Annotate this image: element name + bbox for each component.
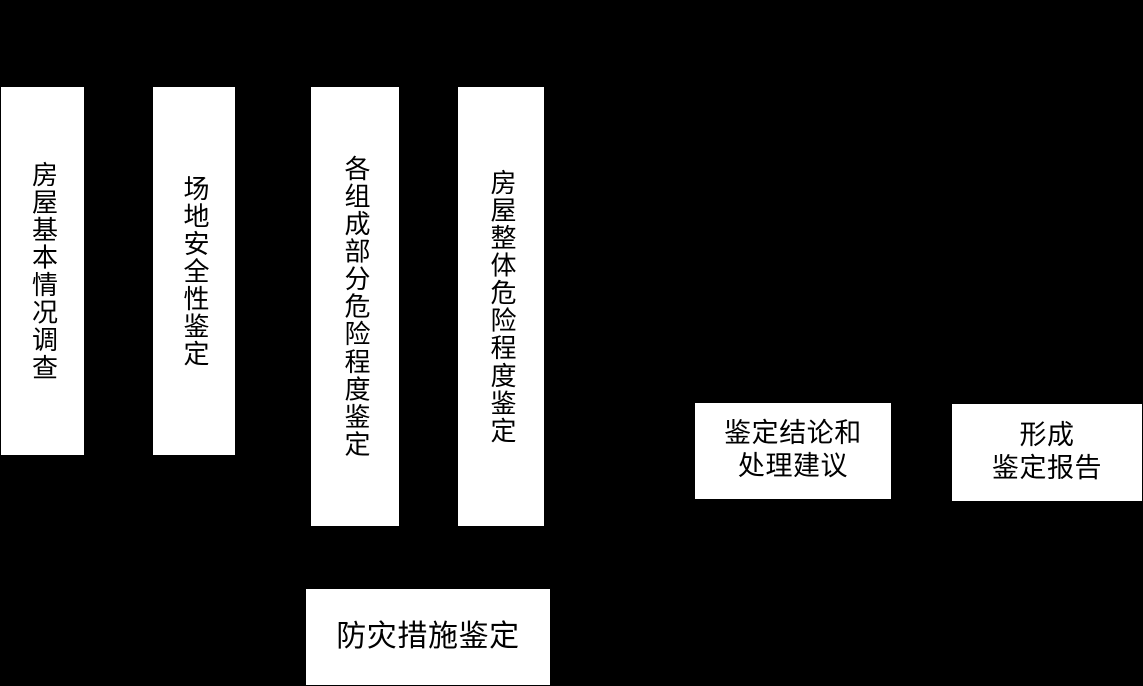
node-disaster-prevention[interactable]: 防灾措施鉴定 bbox=[305, 588, 551, 686]
node-label-site-safety-appraisal: 场地安全性鉴定 bbox=[179, 174, 209, 368]
node-overall-danger-appraisal[interactable]: 房屋整体危险程度鉴定 bbox=[457, 86, 545, 527]
node-label-house-basic-survey: 房屋基本情况调查 bbox=[27, 160, 58, 382]
node-label-conclusion-and-advice: 鉴定结论和 处理建议 bbox=[724, 418, 862, 482]
node-label-overall-danger-appraisal: 房屋整体危险程度鉴定 bbox=[486, 168, 516, 445]
node-component-danger-appraisal[interactable]: 各组成部分危险程度鉴定 bbox=[310, 86, 400, 527]
node-label-disaster-prevention: 防灾措施鉴定 bbox=[336, 618, 520, 654]
node-site-safety-appraisal[interactable]: 场地安全性鉴定 bbox=[152, 86, 236, 456]
node-house-basic-survey[interactable]: 房屋基本情况调查 bbox=[0, 86, 85, 456]
node-label-component-danger-appraisal: 各组成部分危险程度鉴定 bbox=[340, 154, 370, 459]
node-label-form-appraisal-report: 形成 鉴定报告 bbox=[991, 419, 1103, 484]
node-form-appraisal-report[interactable]: 形成 鉴定报告 bbox=[951, 403, 1143, 502]
node-conclusion-and-advice[interactable]: 鉴定结论和 处理建议 bbox=[694, 402, 892, 500]
